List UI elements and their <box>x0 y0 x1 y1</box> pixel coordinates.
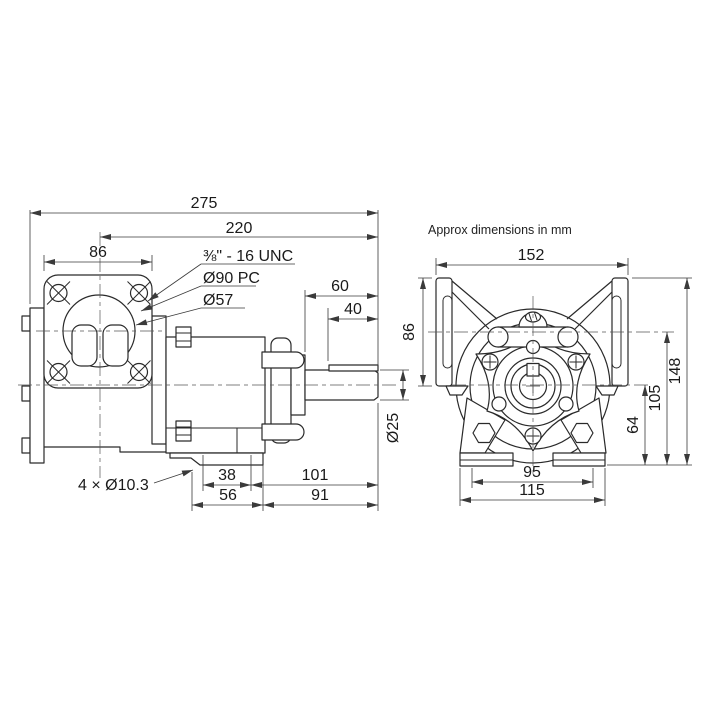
dim-overall-height: 148 <box>667 358 684 385</box>
side-view <box>18 232 400 478</box>
dim-shaft-diameter: Ø25 <box>385 413 402 443</box>
front-view-dimensions: Approx dimensions in mm 152 86 148 105 6… <box>401 223 692 506</box>
leg-hex-bolt <box>570 422 594 444</box>
dim-foot-hole-span: 95 <box>523 464 541 481</box>
bearing-lug <box>261 351 305 369</box>
rear-plate-lug <box>21 385 31 402</box>
cover-hole <box>491 396 507 412</box>
left-flange-slot <box>442 295 453 369</box>
flange-screw-holes <box>46 281 151 384</box>
units-note: Approx dimensions in mm <box>428 223 572 237</box>
dim-key-length: 40 <box>344 301 362 318</box>
shaft-key <box>328 364 379 372</box>
dim-foot-edge-to-shaft-end: 91 <box>311 487 329 504</box>
dim-flange-width: 86 <box>89 244 107 261</box>
cover-hole <box>558 396 574 412</box>
dim-overall-length: 275 <box>191 195 218 212</box>
mounting-foot <box>169 452 264 466</box>
dim-flange-face-span: 152 <box>518 247 545 264</box>
side-view-dimensions: 275 220 86 ⅜" - 16 UNC Ø90 PC Ø57 60 40 … <box>29 195 409 511</box>
dim-port-axis-to-shaft-end: 220 <box>226 220 253 237</box>
dim-hole-edge-to-shaft-end: 101 <box>302 467 329 484</box>
front-view <box>428 277 674 475</box>
rear-plate-lug <box>21 315 31 332</box>
gear-chamber-slot <box>71 324 98 367</box>
port-diameter-callout: Ø57 <box>203 292 233 309</box>
bolt-circle-callout: Ø90 PC <box>203 270 260 287</box>
body-underside <box>44 446 166 453</box>
dim-shaft-axis-to-base: 64 <box>625 416 642 434</box>
thread-callout: ⅜" - 16 UNC <box>203 248 293 265</box>
cover-bolt <box>175 326 192 348</box>
dim-feet-overall-width: 115 <box>519 482 545 499</box>
dim-foot-hole-span: 38 <box>218 467 236 484</box>
dim-shaft-length: 60 <box>331 278 349 295</box>
foot-holes-callout: 4 × Ø10.3 <box>78 477 149 494</box>
bearing-lug <box>261 423 305 441</box>
port-boss <box>487 326 509 348</box>
flange-rib <box>595 385 619 396</box>
dim-flange-height: 86 <box>401 323 418 341</box>
dim-port-axis-to-base: 105 <box>647 385 664 412</box>
leg-hex-bolt <box>472 422 496 444</box>
cover-bolt <box>175 420 192 442</box>
dim-foot-length: 56 <box>219 487 237 504</box>
funnel-walls <box>451 280 613 330</box>
flange-adapter <box>151 315 167 445</box>
gear-chamber-slot <box>102 324 129 367</box>
port-boss <box>557 326 579 348</box>
rear-mounting-plate <box>29 307 45 464</box>
rear-plate-lug <box>21 437 31 454</box>
flange-rib <box>445 385 469 396</box>
